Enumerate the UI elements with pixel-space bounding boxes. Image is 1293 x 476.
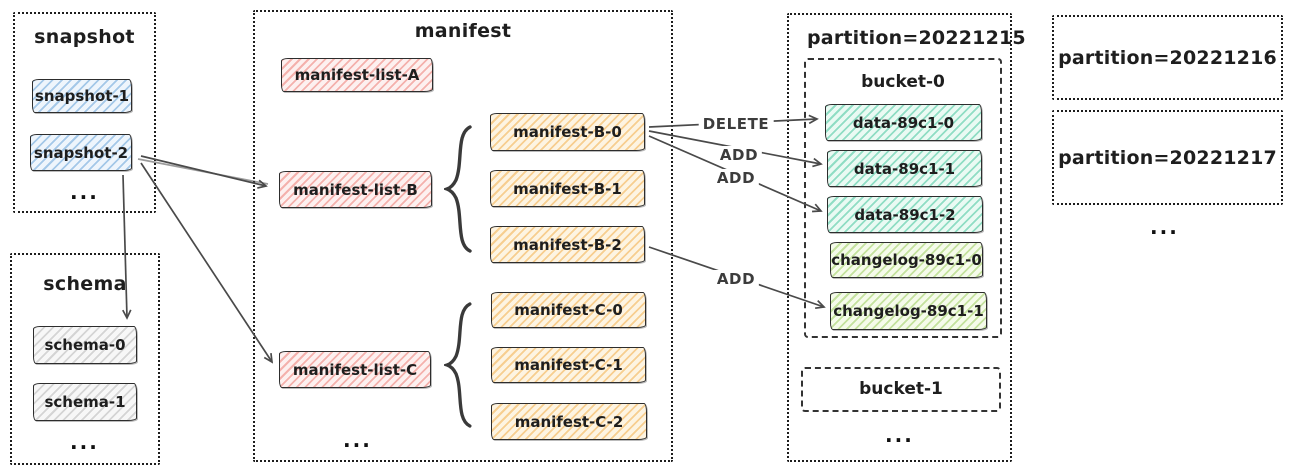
partition-20221215-title: partition=20221215 xyxy=(807,27,1026,49)
snapshot-1-node: snapshot-1 xyxy=(32,79,132,113)
snapshot-2-node: snapshot-2 xyxy=(30,134,132,171)
schema-group-title: schema xyxy=(43,273,127,295)
manifest-c-2-node: manifest-C-2 xyxy=(491,403,647,440)
schema-0-node: schema-0 xyxy=(33,326,137,364)
changelog-89c1-0-node: changelog-89c1-0 xyxy=(830,242,983,278)
manifest-list-c-node: manifest-list-C xyxy=(279,351,431,388)
edge-label-delete: DELETE xyxy=(698,115,774,133)
manifest-b-0-node: manifest-B-0 xyxy=(490,113,645,151)
manifest-group-title: manifest xyxy=(414,20,512,42)
manifest-b-2-node: manifest-B-2 xyxy=(490,226,645,263)
snapshot-group-container: snapshot xyxy=(13,12,156,213)
manifest-list-a-node: manifest-list-A xyxy=(281,58,433,92)
data-89c1-1-node: data-89c1-1 xyxy=(827,150,982,187)
edge-label-add-2: ADD xyxy=(712,169,760,187)
edge-label-add-3: ADD xyxy=(712,270,760,288)
snapshot-group-title: snapshot xyxy=(34,26,135,48)
arrow-snapshot2-to-manifest-list-b xyxy=(140,155,268,189)
partition-20221216-container: partition=20221216 xyxy=(1052,15,1283,100)
snapshot-ellipsis: ... xyxy=(70,180,99,204)
manifest-b-1-node: manifest-B-1 xyxy=(490,170,645,207)
changelog-89c1-1-node: changelog-89c1-1 xyxy=(830,292,987,330)
manifest-ellipsis: ... xyxy=(343,428,372,452)
schema-1-node: schema-1 xyxy=(33,383,137,421)
edge-label-add-1: ADD xyxy=(715,146,763,164)
manifest-list-b-node: manifest-list-B xyxy=(279,171,432,208)
bucket-0-title: bucket-0 xyxy=(861,72,945,92)
partition-20221215-container: partition=20221215 xyxy=(787,13,1026,462)
manifest-c-1-node: manifest-C-1 xyxy=(491,347,646,383)
bucket-1-container: bucket-1 xyxy=(801,367,1001,412)
bucket-1-title: bucket-1 xyxy=(859,379,943,399)
manifest-c-0-node: manifest-C-0 xyxy=(491,292,646,328)
arrow-snapshot2-to-manifest-list-b-sketch xyxy=(137,158,269,185)
schema-ellipsis: ... xyxy=(70,430,99,454)
partition-ellipsis: ... xyxy=(885,423,914,447)
other-partitions-ellipsis: ... xyxy=(1150,215,1179,239)
data-89c1-2-node: data-89c1-2 xyxy=(827,196,983,233)
data-89c1-0-node: data-89c1-0 xyxy=(825,104,982,141)
partition-20221217-container: partition=20221217 xyxy=(1052,110,1283,205)
